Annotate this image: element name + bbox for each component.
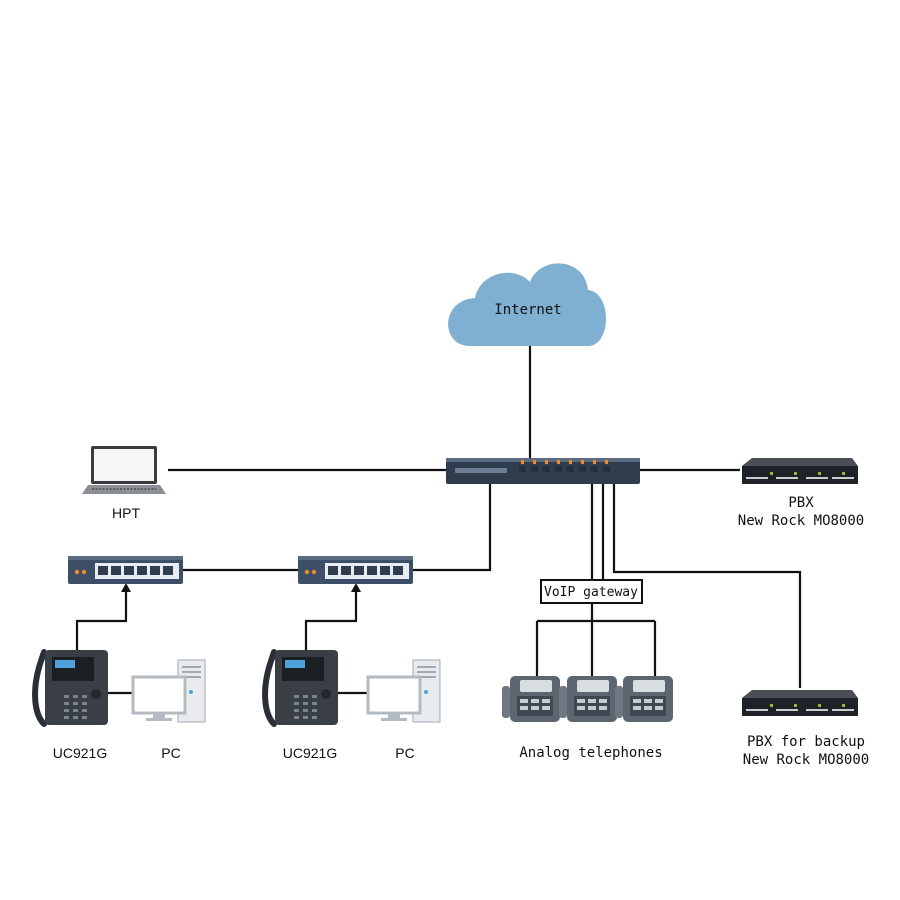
pbx-main-model: New Rock MO8000: [738, 513, 864, 529]
pbx-backup-title: PBX for backup: [747, 734, 865, 750]
pc-1-label: PC: [161, 745, 180, 761]
pbx-main: PBX New Rock MO8000: [738, 458, 864, 529]
server-icon: [742, 458, 858, 466]
switch-led: [311, 569, 317, 575]
laptop-device: HPT: [82, 446, 166, 521]
pc-2-label: PC: [395, 745, 414, 761]
laptop-screen: [94, 449, 154, 481]
pbx-leds: [770, 472, 845, 475]
pbx-backup-slots: [746, 709, 854, 711]
switch-led: [81, 569, 87, 575]
router-ports: [519, 466, 610, 472]
link-switch2-phone2: [304, 588, 358, 650]
router-port-leds: [521, 460, 608, 464]
pbx-front: [742, 466, 858, 484]
ip-phone-1-label: UC921G: [53, 745, 107, 761]
link-switch1-phone1: [75, 588, 128, 650]
connection-lines: [75, 345, 802, 695]
tower-vents: [417, 666, 436, 678]
analog-phone-icon: [502, 676, 560, 722]
core-router: [446, 458, 640, 484]
phone-screen-ui: [55, 660, 75, 668]
arrow-up-icon: [121, 583, 131, 592]
laptop-label: HPT: [112, 505, 140, 521]
pbx-backup: PBX for backup New Rock MO8000: [742, 690, 869, 768]
phone-screen-ui: [285, 660, 305, 668]
link-router-switch2: [410, 484, 492, 572]
tower-power: [189, 690, 193, 694]
router-top-edge: [446, 458, 640, 462]
handset-icon: [262, 649, 277, 727]
gateway-box: [540, 579, 643, 604]
phone-nav: [321, 689, 331, 699]
switch-top: [298, 556, 413, 560]
monitor-stand: [153, 714, 165, 718]
ip-phone-2: UC921G: [262, 649, 338, 761]
analog-phone-icon: [559, 676, 617, 722]
switch-ports: [328, 566, 403, 575]
handset-icon: [32, 649, 47, 727]
switch-2: [298, 556, 413, 584]
internet-cloud: Internet: [448, 263, 606, 346]
monitor-icon: [131, 675, 187, 715]
ip-phone-2-label: UC921G: [283, 745, 337, 761]
switch-top: [68, 556, 183, 560]
tower-vents: [182, 666, 201, 678]
switch-1: [68, 556, 183, 584]
monitor-stand: [388, 714, 400, 718]
monitor-icon: [366, 675, 422, 715]
phone-keypad: [64, 695, 87, 719]
voip-gateway: VoIP gateway: [540, 579, 643, 604]
internet-label: Internet: [494, 302, 561, 318]
pbx-backup-front: [742, 698, 858, 716]
link-router-pbx-backup: [612, 484, 802, 688]
server-icon: [742, 690, 858, 698]
switch-led: [304, 569, 310, 575]
pc-2: PC: [366, 659, 441, 761]
pbx-main-title: PBX: [788, 495, 814, 511]
monitor-base: [146, 718, 172, 721]
pbx-backup-model: New Rock MO8000: [743, 752, 869, 768]
pc-1: PC: [131, 659, 206, 761]
arrow-up-icon: [351, 583, 361, 592]
ip-phone-1: UC921G: [32, 649, 108, 761]
phone-nav: [91, 689, 101, 699]
analog-telephones: Analog telephones: [502, 676, 673, 761]
pbx-backup-leds: [770, 704, 845, 707]
switch-led: [74, 569, 80, 575]
analog-label: Analog telephones: [519, 745, 662, 761]
analog-phone-icon: [615, 676, 673, 722]
switch-ports: [98, 566, 173, 575]
pbx-slots: [746, 477, 854, 479]
cloud-icon: [448, 263, 606, 346]
router-display: [455, 468, 507, 473]
monitor-base: [381, 718, 407, 721]
tower-power: [424, 690, 428, 694]
phone-keypad: [294, 695, 317, 719]
gateway-label: VoIP gateway: [544, 585, 638, 600]
